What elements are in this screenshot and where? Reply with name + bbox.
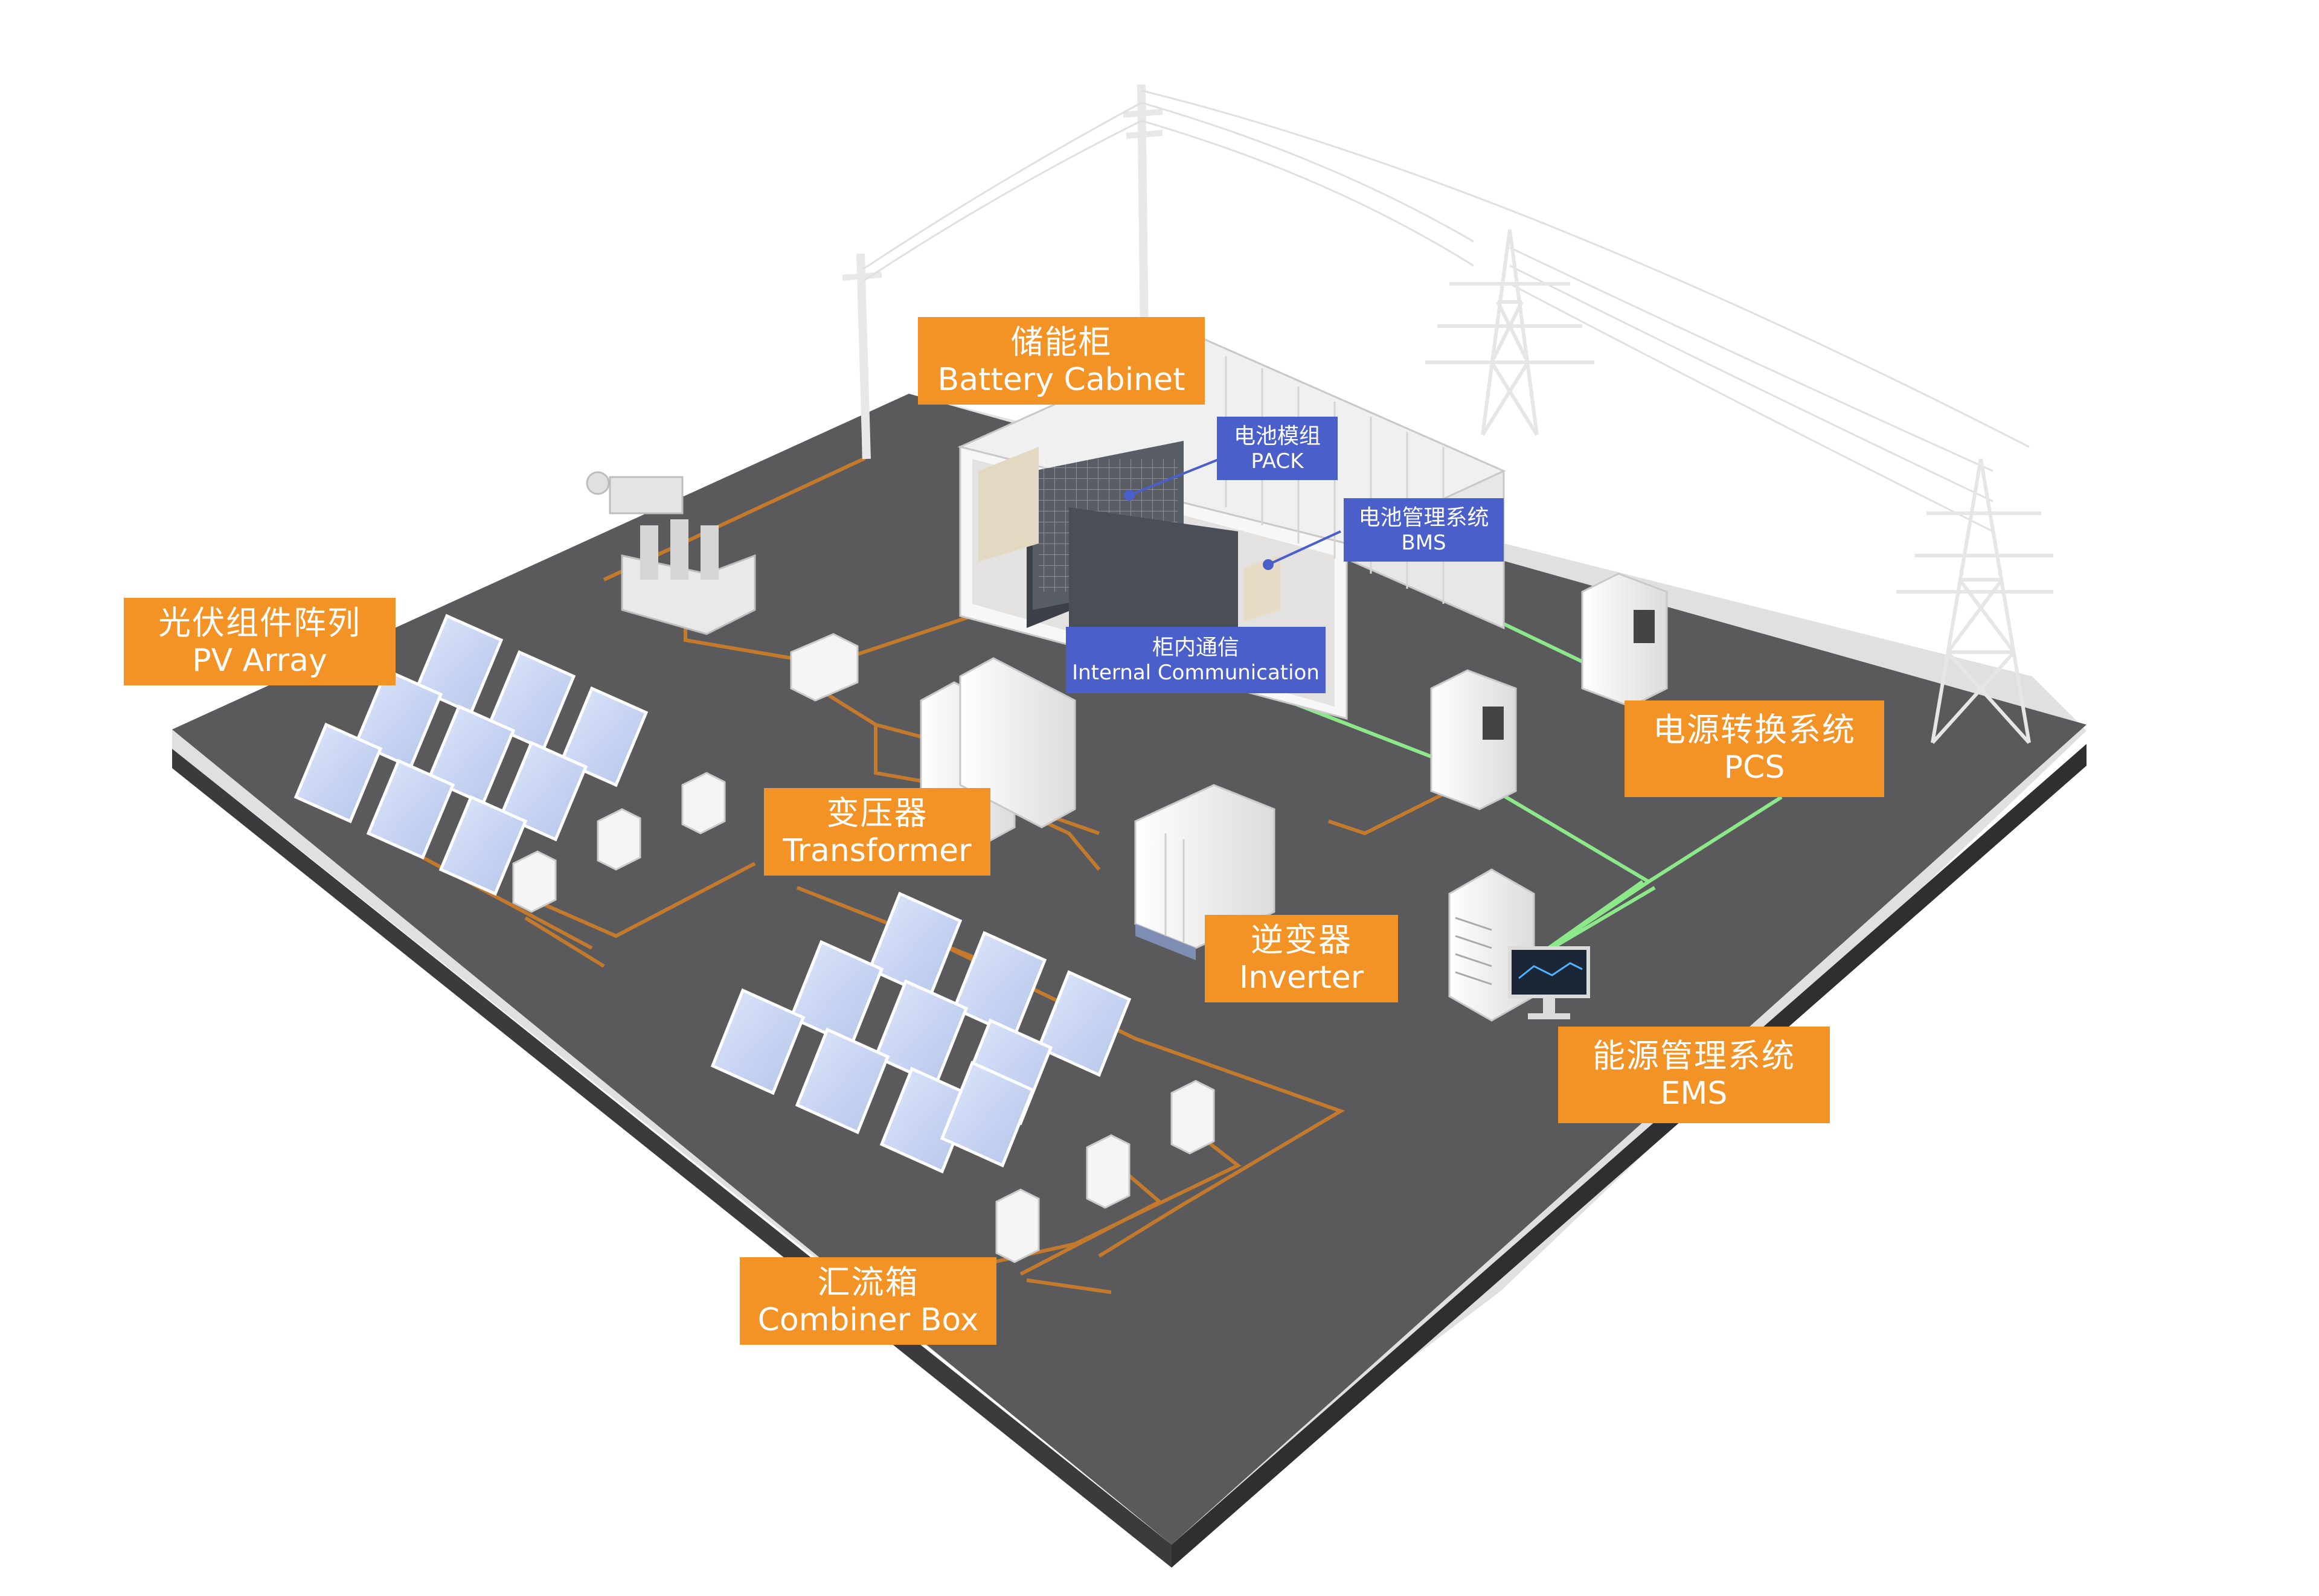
ems-monitor	[1508, 946, 1590, 1019]
label-combiner-box: 汇流箱 Combiner Box	[740, 1257, 996, 1345]
label-en: Transformer	[783, 832, 972, 869]
transmission-tower-2	[1896, 458, 2053, 745]
callout-cn: 柜内通信	[1152, 635, 1239, 660]
junction-box	[790, 633, 859, 702]
label-battery-cabinet: 储能柜 Battery Cabinet	[918, 317, 1205, 405]
label-cn: 光伏组件阵列	[158, 603, 361, 642]
label-en: Combiner Box	[757, 1301, 979, 1338]
callout-internal-communication: 柜内通信 Internal Communication	[1066, 627, 1326, 693]
label-cn: 能源管理系统	[1593, 1037, 1795, 1075]
overhead-wires	[863, 89, 2030, 533]
callout-en: Internal Communication	[1072, 661, 1320, 685]
label-en: PCS	[1724, 749, 1785, 786]
label-cn: 逆变器	[1251, 920, 1352, 959]
pv-array-2	[710, 891, 1132, 1174]
pcs-cabinet-2	[1581, 572, 1668, 708]
label-ems: 能源管理系统 EMS	[1558, 1027, 1830, 1123]
label-pcs: 电源转换系统 PCS	[1625, 700, 1884, 797]
label-cn: 变压器	[826, 793, 928, 832]
callout-cn: 电池模组	[1233, 423, 1321, 449]
label-transformer: 变压器 Transformer	[764, 788, 990, 876]
label-en: Inverter	[1239, 959, 1364, 996]
callout-leaders	[1124, 458, 1341, 570]
pv-array-1	[293, 614, 649, 896]
label-en: EMS	[1660, 1075, 1728, 1112]
label-cn: 储能柜	[1010, 322, 1112, 361]
label-en: PV Array	[192, 642, 327, 679]
combiner-boxes	[512, 772, 1215, 1263]
label-cn: 电源转换系统	[1653, 711, 1856, 749]
inverter-unit	[1134, 784, 1275, 960]
communication-lines	[1285, 596, 1783, 974]
label-en: Battery Cabinet	[937, 361, 1185, 398]
pcs-cabinet-1	[1430, 669, 1517, 810]
callout-en: PACK	[1251, 449, 1304, 473]
label-cn: 汇流箱	[817, 1263, 919, 1301]
label-inverter: 逆变器 Inverter	[1205, 915, 1398, 1002]
callout-cn: 电池管理系统	[1358, 505, 1489, 530]
callout-en: BMS	[1401, 530, 1446, 555]
label-pv-array: 光伏组件阵列 PV Array	[124, 598, 396, 685]
callout-bms: 电池管理系统 BMS	[1344, 498, 1504, 562]
transmission-tower-1	[1425, 229, 1594, 436]
callout-pack: 电池模组 PACK	[1217, 417, 1338, 480]
utility-poles	[842, 84, 1163, 460]
substation-transformer	[586, 471, 756, 635]
